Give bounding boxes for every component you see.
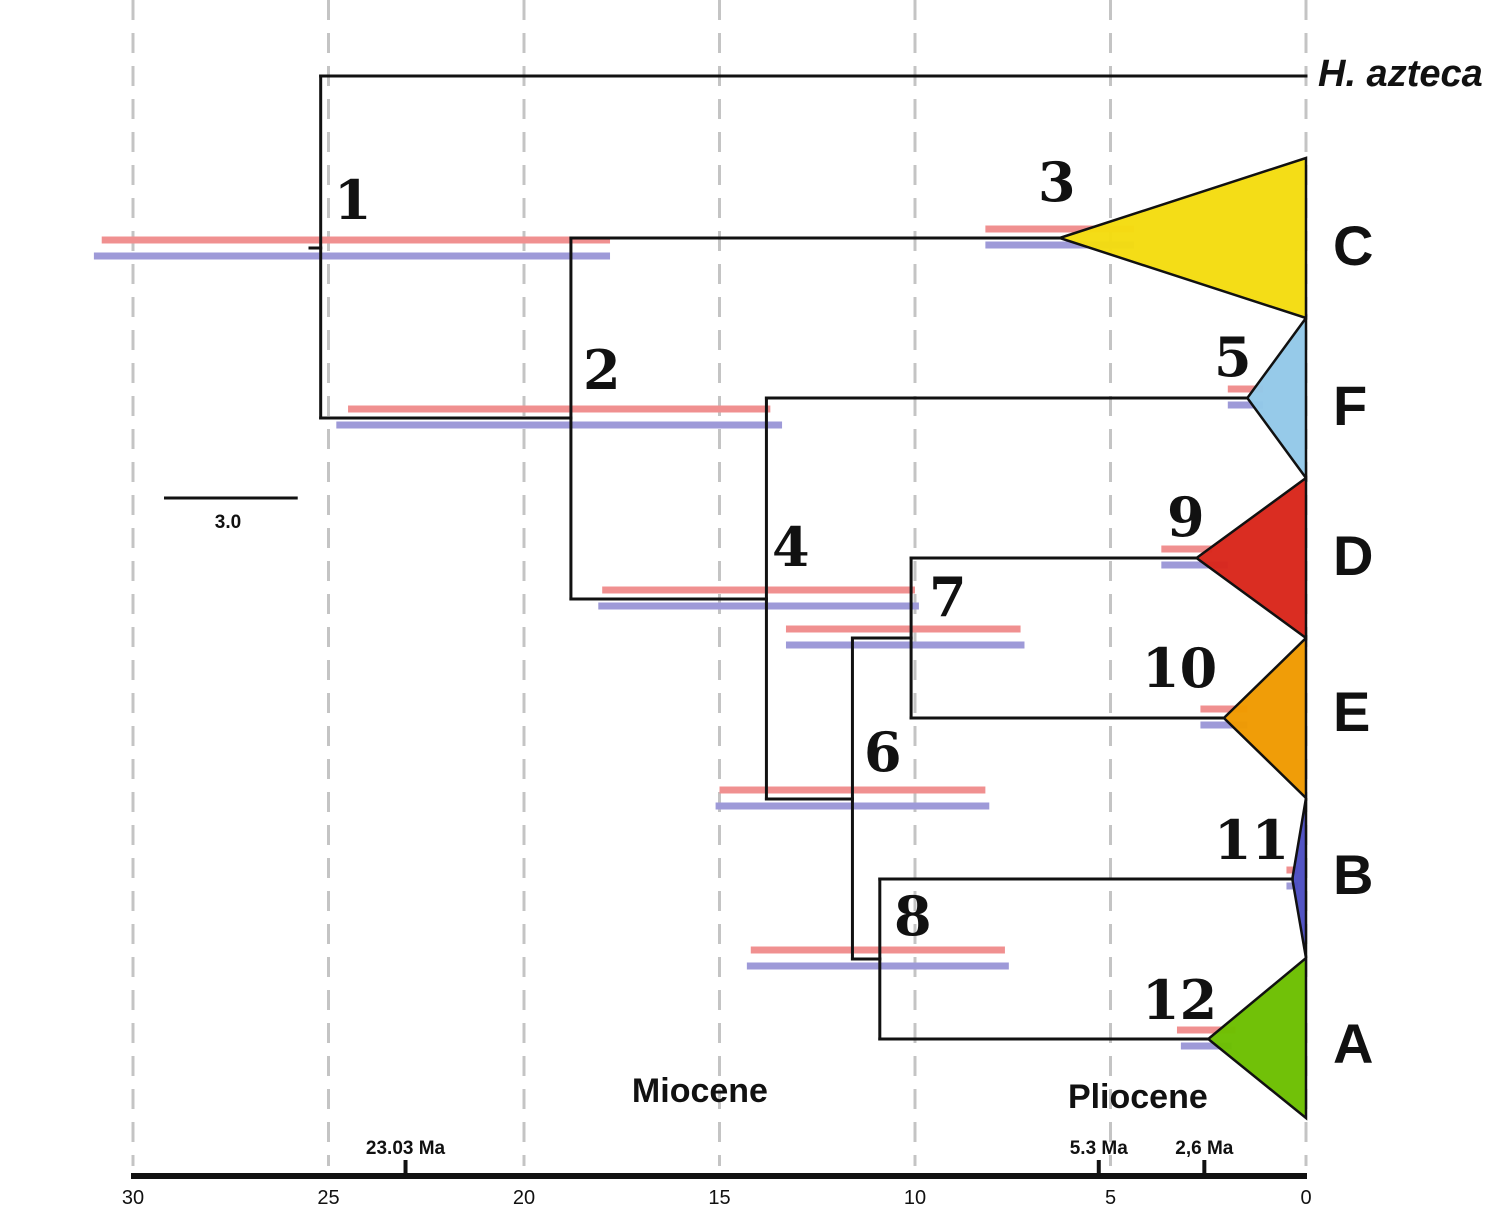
clade-label-b: B: [1333, 843, 1373, 906]
tree-branches: [308, 74, 1308, 1041]
epoch-miocene: Miocene: [632, 1072, 768, 1110]
axis-tick-label-10: 10: [904, 1187, 926, 1209]
boundary-label-2: 2,6 Ma: [1175, 1138, 1234, 1159]
epoch-pliocene: Pliocene: [1068, 1078, 1208, 1116]
node-label-7: 7: [929, 565, 967, 629]
node-label-4: 4: [772, 515, 810, 579]
clade-label-a: A: [1333, 1012, 1373, 1075]
collapsed-clades: [1055, 156, 1308, 1121]
axis-tick-label-30: 30: [122, 1187, 144, 1209]
clade-triangle-d: [1194, 475, 1308, 641]
node-label-11: 11: [1214, 808, 1289, 872]
node-label-8: 8: [894, 884, 932, 948]
time-gridlines: [131, 0, 1308, 1166]
axis-tick-label-5: 5: [1105, 1187, 1116, 1209]
node-label-9: 9: [1167, 485, 1205, 549]
node-label-5: 5: [1214, 325, 1252, 389]
clade-triangle-e: [1222, 635, 1308, 801]
scale-bar-label: 3.0: [215, 512, 241, 533]
clade-triangle-f: [1245, 314, 1308, 482]
clade-triangle-a: [1206, 955, 1308, 1121]
node-label-6: 6: [864, 720, 902, 784]
axis-tick-label-15: 15: [708, 1187, 730, 1209]
clade-label-f: F: [1333, 374, 1367, 437]
outgroup-label: H. azteca: [1318, 53, 1483, 95]
clade-label-d: D: [1333, 524, 1373, 587]
clade-triangle-b: [1291, 797, 1308, 959]
node-label-10: 10: [1142, 636, 1217, 700]
time-axis: 30 25 20 15 10 5 0 23.03 Ma 5.3 Ma 2,6 Ma: [122, 1138, 1312, 1209]
node-labels: 1 2 3 4 5 6 7 8 9 10 11 12: [334, 150, 1289, 1032]
confidence-bars: [93, 225, 1299, 1050]
axis-tick-label-25: 25: [317, 1187, 339, 1209]
node-label-12: 12: [1142, 968, 1217, 1032]
node-label-1: 1: [334, 168, 372, 232]
axis-tick-label-0: 0: [1300, 1187, 1311, 1209]
clade-label-c: C: [1333, 214, 1373, 277]
clade-label-e: E: [1333, 680, 1370, 743]
boundary-label-0: 23.03 Ma: [366, 1138, 446, 1159]
boundary-label-1: 5.3 Ma: [1070, 1138, 1129, 1159]
node-label-2: 2: [583, 338, 621, 402]
clade-labels: C F D E B A: [1333, 214, 1373, 1075]
clade-triangle-c: [1055, 156, 1308, 320]
scale-bar: 3.0: [164, 496, 298, 533]
axis-tick-label-20: 20: [513, 1187, 535, 1209]
node-label-3: 3: [1038, 150, 1076, 214]
